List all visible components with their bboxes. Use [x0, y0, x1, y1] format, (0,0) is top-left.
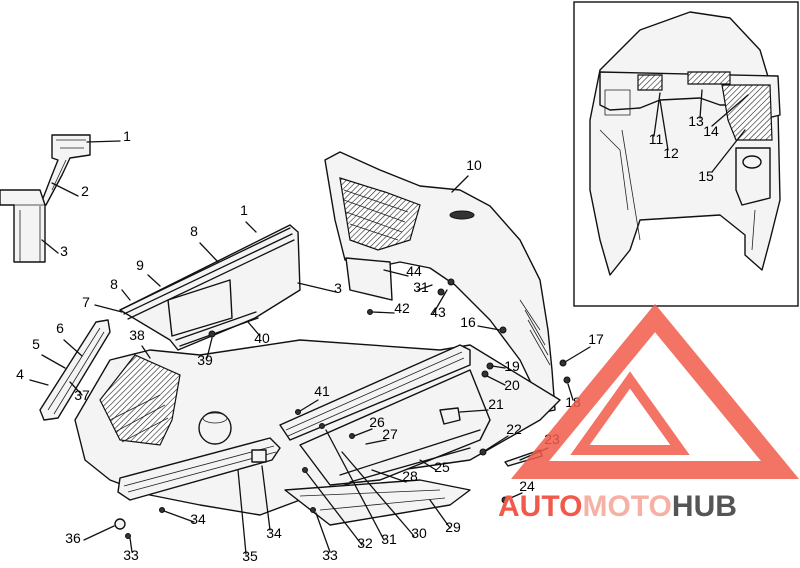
- callout-label: 20: [504, 377, 520, 393]
- watermark-text-part2: MOTO: [582, 490, 671, 523]
- callout-label: 1: [123, 128, 131, 144]
- trim-strip-left: [39, 319, 111, 421]
- callout-label: 4: [16, 366, 24, 382]
- callout-label: 24: [519, 478, 535, 494]
- watermark-text-part3: HUB: [672, 490, 737, 523]
- callout-label: 8: [190, 223, 198, 239]
- inset-detail-box: [573, 1, 799, 307]
- callout-label: 32: [357, 535, 373, 551]
- callout-label: 39: [197, 352, 213, 368]
- callout-label: 36: [65, 530, 81, 546]
- sill-panel-right: [279, 344, 491, 486]
- callout-label: 44: [406, 263, 422, 279]
- callout-label: 41: [314, 383, 330, 399]
- callout-label: 21: [488, 396, 504, 412]
- callout-label: 7: [82, 294, 90, 310]
- callout-label: 34: [190, 511, 206, 527]
- callout-label: 33: [123, 547, 139, 563]
- lower-panel: [284, 479, 471, 526]
- callout-label: 2: [81, 183, 89, 199]
- callout-label: 31: [413, 279, 429, 295]
- callout-label: 11: [649, 131, 664, 147]
- callout-label: 28: [402, 468, 418, 484]
- hood-front-panel: [324, 151, 556, 413]
- callout-label: 16: [460, 314, 476, 330]
- callout-label: 3: [60, 243, 68, 259]
- callout-label: 3: [334, 280, 342, 296]
- callout-label: 25: [434, 459, 450, 475]
- callout-label: 15: [698, 168, 714, 184]
- callout-label: 35: [242, 548, 258, 564]
- bracket-assembly-top-left: [0, 134, 91, 263]
- callout-label: 19: [504, 358, 520, 374]
- callout-label: 14: [703, 123, 719, 139]
- watermark-text: AUTOMOTOHUB: [498, 490, 737, 523]
- watermark-text-part1: AUTO: [498, 490, 582, 523]
- callout-label: 1: [240, 202, 248, 218]
- callout-label: 38: [129, 327, 145, 343]
- callout-label: 31: [381, 531, 397, 547]
- callout-label: 9: [136, 257, 144, 273]
- callout-label: 22: [506, 421, 522, 437]
- callout-label: 12: [663, 145, 679, 161]
- callout-label: 42: [394, 300, 410, 316]
- callout-label: 17: [588, 331, 604, 347]
- callout-label: 26: [369, 414, 385, 430]
- watermark-logo: AUTOMOTOHUB: [498, 303, 800, 523]
- callout-label: 10: [466, 157, 482, 173]
- callout-label: 6: [56, 320, 64, 336]
- callout-label: 30: [411, 525, 427, 541]
- callout-label: 5: [32, 336, 40, 352]
- callout-label: 37: [74, 387, 90, 403]
- side-panel-upper: [119, 224, 301, 351]
- watermark-triangle-icon: [510, 303, 800, 479]
- callout-label: 13: [688, 113, 704, 129]
- callout-label: 27: [382, 426, 398, 442]
- callout-label: 33: [322, 547, 338, 563]
- callout-label: 8: [110, 276, 118, 292]
- callout-label: 34: [266, 525, 282, 541]
- sill-panel-left: [117, 437, 281, 501]
- callout-label: 40: [254, 330, 270, 346]
- callout-label: 29: [445, 519, 461, 535]
- callout-label: 43: [430, 304, 446, 320]
- leader-lines: [29, 89, 749, 555]
